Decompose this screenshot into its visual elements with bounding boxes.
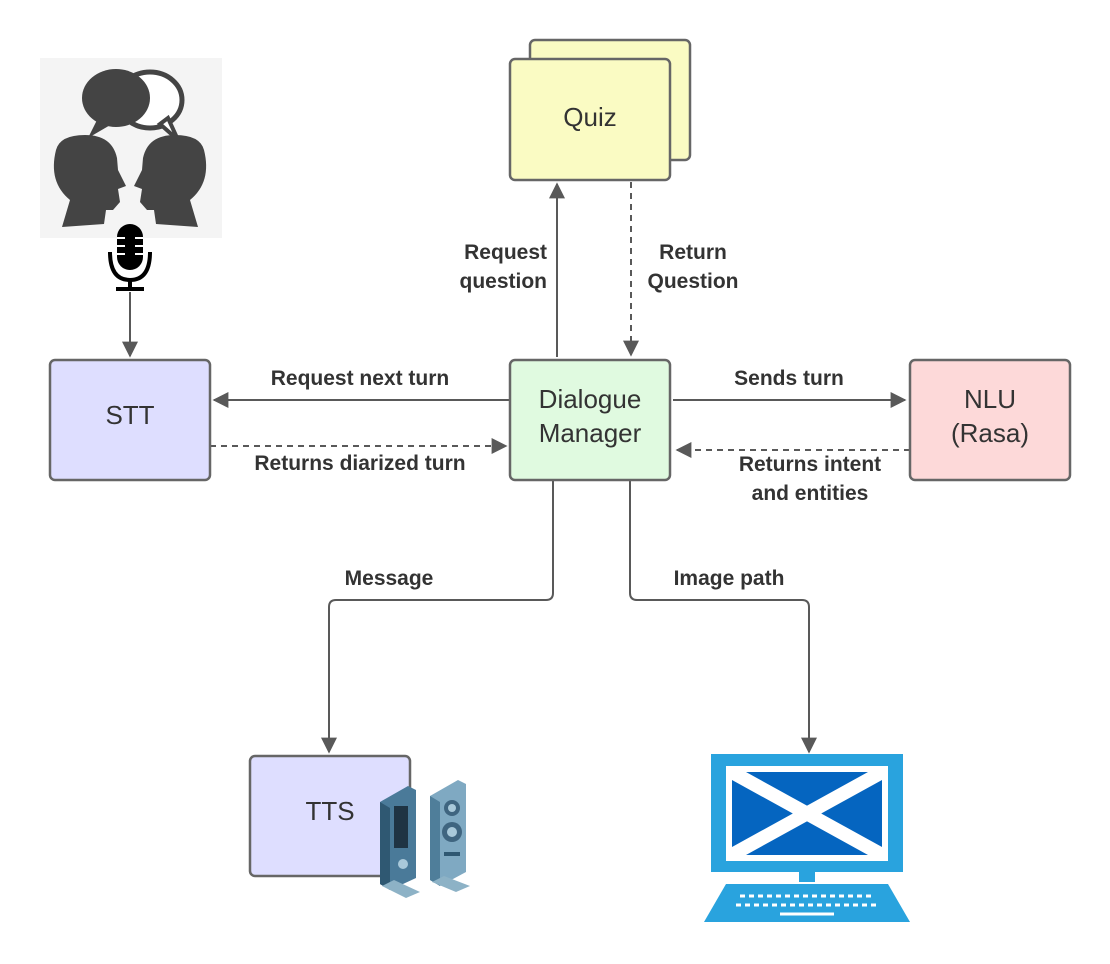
- stt-label: STT: [105, 400, 154, 430]
- dialogue-manager-label-line2: Manager: [539, 418, 642, 448]
- microphone-icon: [108, 224, 152, 291]
- sends-turn-label: Sends turn: [734, 367, 844, 390]
- quiz-node-box: [508, 57, 672, 182]
- image-path-label: Image path: [674, 567, 785, 590]
- speech-bubbles-icon: [82, 69, 185, 142]
- nlu-label-line2: (Rasa): [951, 418, 1029, 448]
- two-heads-icon: [53, 135, 207, 227]
- monitor-flag-icon: [704, 754, 910, 922]
- dialogue-manager-node-box: [508, 358, 672, 482]
- nlu-node: NLU (Rasa): [908, 358, 1072, 482]
- request-question-label-line1: Request: [464, 241, 547, 264]
- returns-diarized-turn-label: Returns diarized turn: [254, 452, 465, 475]
- image-path-arrow: [629, 481, 817, 754]
- message-arrow: [321, 481, 554, 754]
- stt-node-box: [48, 358, 212, 482]
- returns-intent-label-line2: and entities: [752, 482, 869, 505]
- nlu-label-line1: NLU: [964, 384, 1016, 414]
- returns-intent-label-line1: Returns intent: [739, 453, 881, 476]
- return-question-label-line1: Return: [659, 241, 727, 264]
- speakers-icon: [380, 780, 470, 898]
- request-question-label-line2: question: [460, 270, 548, 293]
- return-question-label-line2: Question: [647, 270, 738, 293]
- stt-node: STT: [48, 358, 212, 482]
- quiz-label: Quiz: [563, 102, 616, 132]
- tts-label: TTS: [305, 796, 354, 826]
- dialogue-manager-node: Dialogue Manager: [508, 358, 672, 482]
- request-next-turn-label: Request next turn: [271, 367, 450, 390]
- edges: [122, 182, 910, 754]
- nlu-node-box: [908, 358, 1072, 482]
- quiz-node: Quiz: [508, 38, 692, 182]
- edge-labels: Request question Return Question Request…: [254, 241, 881, 590]
- message-label: Message: [345, 567, 434, 590]
- dialogue-manager-label-line1: Dialogue: [539, 384, 642, 414]
- people-icon-group: [40, 58, 222, 238]
